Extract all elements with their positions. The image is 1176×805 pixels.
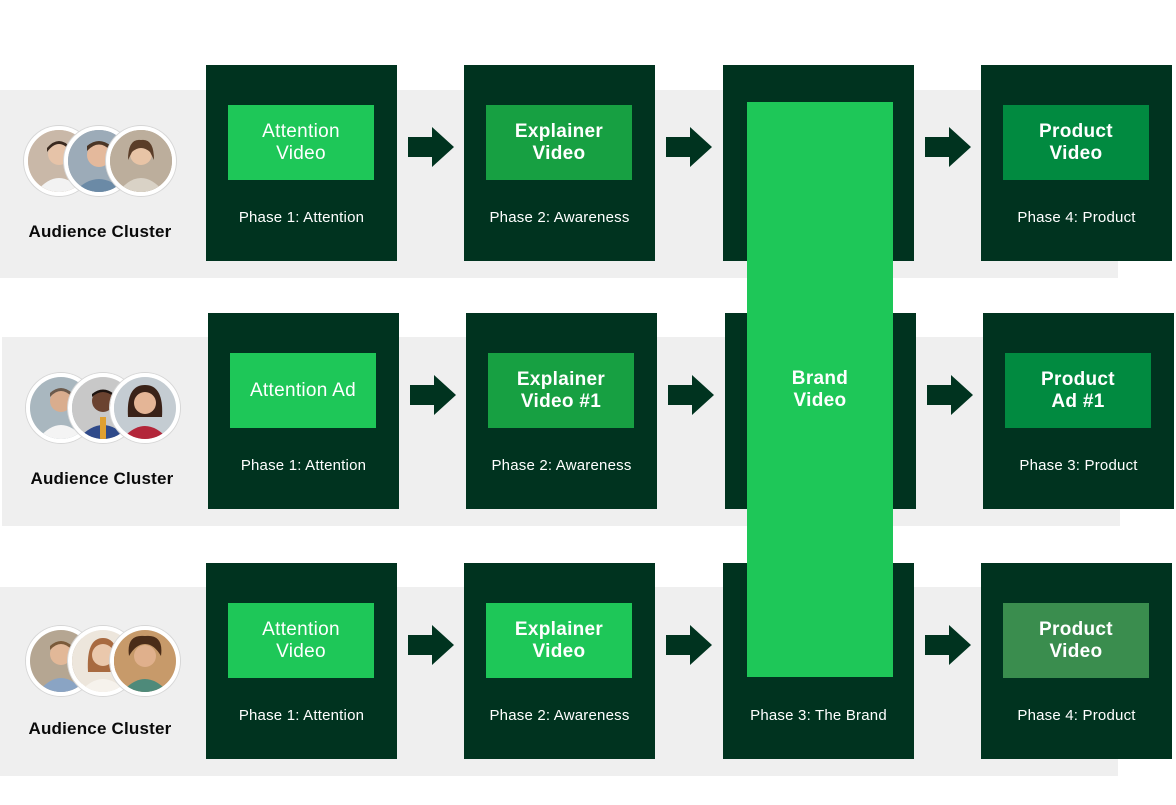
content-chip[interactable]: Attention Video	[228, 105, 374, 180]
avatar-group	[26, 373, 186, 443]
phase-label: Phase 2: Awareness	[489, 707, 630, 724]
arrow-right-icon	[927, 375, 973, 415]
arrow-right-icon	[410, 375, 456, 415]
content-chip[interactable]: Product Video	[1003, 603, 1149, 678]
avatar	[110, 373, 180, 443]
arrow-right-icon	[925, 127, 971, 167]
cluster-label: Audience Cluster	[28, 222, 172, 241]
phase-label: Phase 3: Product	[1019, 457, 1138, 474]
arrow-right-icon	[666, 127, 712, 167]
person-avatar-icon	[110, 130, 172, 192]
phase-label: Phase 1: Attention	[238, 707, 365, 724]
phase-label: Phase 4: Product	[1017, 707, 1136, 724]
avatar-group	[26, 626, 186, 696]
brand-video-chip[interactable]: Brand Video	[747, 102, 893, 677]
content-chip[interactable]: Explainer Video	[486, 603, 632, 678]
phase-label: Phase 1: Attention	[238, 209, 365, 226]
arrow-right-icon	[925, 625, 971, 665]
content-chip[interactable]: Attention Ad	[230, 353, 376, 428]
arrow-right-icon	[668, 375, 714, 415]
phase-card-awareness: Explainer Video Phase 2: Awareness	[464, 563, 655, 759]
phase-card-attention: Attention Video Phase 1: Attention	[206, 563, 397, 759]
arrow-right-icon	[408, 127, 454, 167]
phase-label: Phase 2: Awareness	[489, 209, 630, 226]
content-chip[interactable]: Attention Video	[228, 603, 374, 678]
phase-label: Phase 2: Awareness	[491, 457, 632, 474]
phase-card-attention: Attention Video Phase 1: Attention	[206, 65, 397, 261]
phase-card-awareness: Explainer Video Phase 2: Awareness	[464, 65, 655, 261]
phase-label: Phase 1: Attention	[240, 457, 367, 474]
cluster-label: Audience Cluster	[28, 719, 172, 738]
phase-label: Phase 4: Product	[1017, 209, 1136, 226]
avatar-group	[24, 126, 184, 196]
content-chip[interactable]: Explainer Video	[486, 105, 632, 180]
phase-card-product: Product Video Phase 4: Product	[981, 65, 1172, 261]
content-chip[interactable]: Product Video	[1003, 105, 1149, 180]
phase-card-awareness: Explainer Video #1 Phase 2: Awareness	[466, 313, 657, 509]
cluster-label: Audience Cluster	[30, 469, 174, 488]
phase-label: Phase 3: The Brand	[750, 707, 887, 724]
phase-card-product: Product Video Phase 4: Product	[981, 563, 1172, 759]
content-chip[interactable]: Product Ad #1	[1005, 353, 1151, 428]
phase-card-attention: Attention Ad Phase 1: Attention	[208, 313, 399, 509]
person-avatar-icon	[114, 377, 176, 439]
content-chip[interactable]: Explainer Video #1	[488, 353, 634, 428]
avatar	[106, 126, 176, 196]
phase-card-product: Product Ad #1 Phase 3: Product	[983, 313, 1174, 509]
person-avatar-icon	[114, 630, 176, 692]
arrow-right-icon	[666, 625, 712, 665]
avatar	[110, 626, 180, 696]
arrow-right-icon	[408, 625, 454, 665]
